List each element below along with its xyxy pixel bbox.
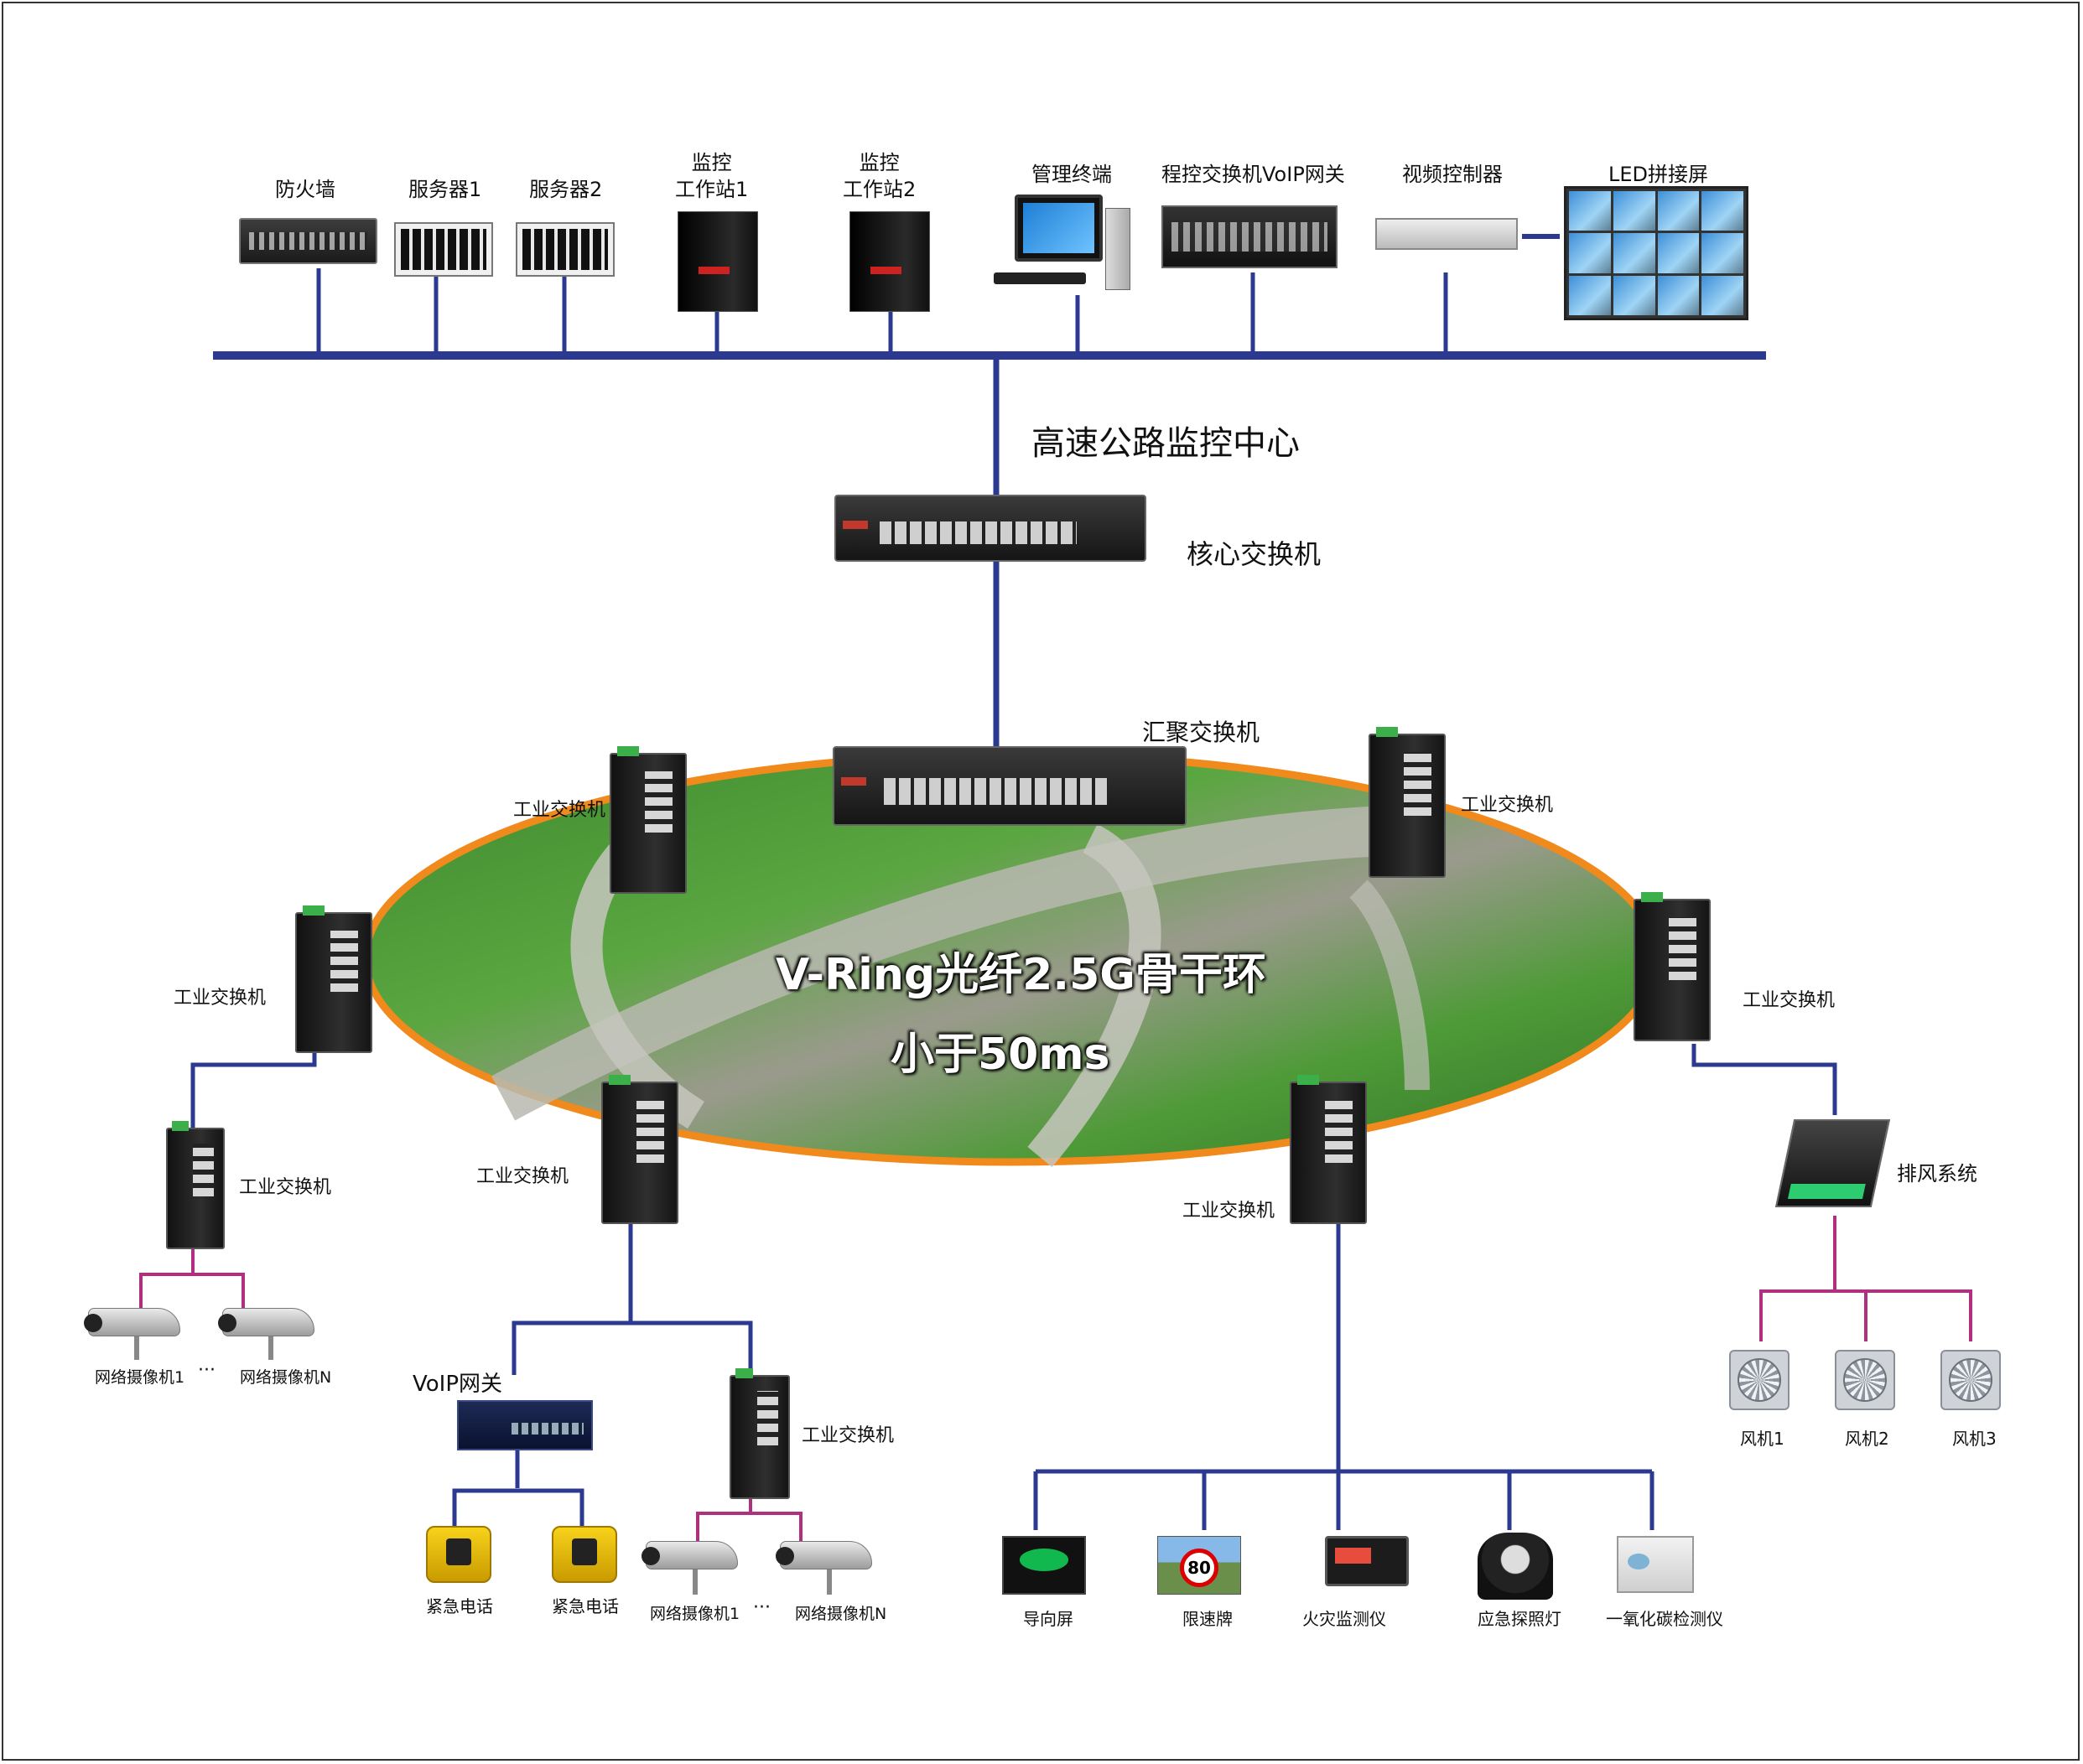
highway-road: [1027, 824, 1161, 1168]
fan-icon: [1729, 1350, 1790, 1410]
led-wall-icon: [1564, 186, 1748, 320]
industrial-switch-icon: [1634, 892, 1711, 1041]
speed-limit-value: 80: [1180, 1549, 1218, 1587]
ventilation-label: 排风系统: [1897, 1162, 1977, 1186]
fan-label: 风机3: [1952, 1429, 1997, 1449]
fire-monitor-icon: [1325, 1536, 1409, 1586]
emergency-phone-icon: [552, 1526, 617, 1583]
emergency-searchlight-label: 应急探照灯: [1478, 1609, 1561, 1629]
voip-gateway-label: VoIP网关: [413, 1372, 503, 1397]
highway-road: [1348, 879, 1430, 1091]
emergency-phone-label: 紧急电话: [426, 1596, 493, 1616]
video-controller-label: 视频控制器: [1402, 163, 1503, 186]
ellipsis: ···: [753, 1597, 771, 1618]
agg-switch-label: 汇聚交换机: [1142, 719, 1260, 746]
server1-label: 服务器1: [408, 178, 482, 201]
industrial-switch-icon: [295, 905, 372, 1053]
server2-icon: [516, 222, 615, 277]
fan-icon: [1835, 1350, 1895, 1410]
industrial-switch-label: 工业交换机: [476, 1166, 569, 1187]
camera-label: 网络摄像机1: [650, 1605, 740, 1623]
co-detector-icon: [1617, 1536, 1694, 1593]
industrial-switch-label: 工业交换机: [513, 800, 606, 821]
fan-label: 风机1: [1740, 1429, 1784, 1449]
link-mid-cameras-2: [751, 1512, 803, 1547]
pbx-voip-gateway-icon: [1161, 205, 1338, 268]
network-camera-icon: [218, 1308, 314, 1336]
workstation2-label: 监控 工作站2: [843, 151, 917, 201]
link-left-cameras: [139, 1241, 195, 1308]
workstation1-icon: [678, 211, 758, 312]
agg-switch-icon: [833, 746, 1187, 826]
industrial-switch-label: 工业交换机: [239, 1177, 332, 1198]
emergency-phone-icon: [426, 1526, 491, 1583]
camera-label: 网络摄像机N: [795, 1605, 887, 1623]
led-wall-label: LED拼接屏: [1608, 163, 1709, 186]
emergency-searchlight-icon: [1478, 1533, 1553, 1600]
workstation1-label: 监控 工作站1: [675, 151, 749, 201]
workstation2-icon: [849, 211, 930, 312]
firewall-label: 防火墙: [275, 178, 335, 201]
link-left-cameras-2: [193, 1273, 245, 1308]
ring-title: V-Ring光纤2.5G骨干环: [776, 950, 1266, 1000]
fan-icon: [1940, 1350, 2001, 1410]
ventilation-controller-icon: [1774, 1119, 1891, 1207]
management-terminal-keyboard-icon: [994, 272, 1086, 284]
speed-limit-label: 限速牌: [1182, 1609, 1233, 1629]
firewall-icon: [239, 218, 377, 264]
camera-stand: [134, 1336, 139, 1360]
camera-stand: [268, 1336, 273, 1360]
link-ventilation: [1691, 1044, 1837, 1115]
industrial-switch-icon: [610, 746, 687, 894]
core-switch-label: 核心交换机: [1187, 538, 1322, 570]
server1-icon: [394, 222, 493, 277]
server2-label: 服务器2: [529, 178, 603, 201]
link-mid-branch: [512, 1224, 633, 1375]
network-camera-icon: [776, 1541, 872, 1569]
speed-limit-sign-icon: 80: [1157, 1536, 1241, 1595]
ring-latency: 小于50ms: [891, 1030, 1110, 1080]
guide-screen-icon: [1002, 1536, 1086, 1595]
fan-label: 风机2: [1845, 1429, 1889, 1449]
industrial-switch-label: 工业交换机: [1743, 990, 1836, 1011]
camera-label: 网络摄像机N: [240, 1368, 332, 1387]
link-mid-cameras: [696, 1497, 752, 1547]
co-detector-label: 一氧化碳检测仪: [1606, 1609, 1723, 1629]
industrial-switch-label: 工业交换机: [1182, 1201, 1275, 1222]
industrial-switch-icon: [1369, 727, 1446, 878]
link-phones: [452, 1488, 584, 1534]
video-controller-icon: [1375, 218, 1518, 250]
core-switch-icon: [834, 495, 1146, 562]
camera-label: 网络摄像机1: [95, 1368, 185, 1387]
industrial-switch-label: 工业交换机: [1461, 795, 1554, 816]
link-mid-branch-right: [631, 1320, 753, 1383]
camera-stand: [827, 1569, 832, 1595]
management-terminal-monitor-icon: [1015, 195, 1103, 262]
industrial-switch-icon: [601, 1075, 678, 1224]
management-terminal-label: 管理终端: [1031, 163, 1112, 186]
link-left-ring-switch: [190, 1044, 317, 1136]
industrial-switch-icon: [730, 1368, 790, 1499]
industrial-switch-label: 工业交换机: [174, 988, 267, 1009]
management-terminal-pc-icon: [1105, 208, 1130, 290]
industrial-switch-icon: [1290, 1075, 1367, 1224]
center-title: 高速公路监控中心: [1031, 424, 1300, 463]
camera-stand: [693, 1569, 698, 1595]
fire-monitor-label: 火灾监测仪: [1302, 1609, 1386, 1629]
emergency-phone-label: 紧急电话: [552, 1596, 619, 1616]
guide-screen-label: 导向屏: [1023, 1609, 1073, 1629]
ellipsis: ···: [198, 1360, 216, 1381]
industrial-switch-label: 工业交换机: [802, 1425, 895, 1446]
network-camera-icon: [84, 1308, 180, 1336]
industrial-switch-icon: [166, 1121, 225, 1249]
voip-gateway-icon: [457, 1400, 593, 1450]
network-camera-icon: [642, 1541, 738, 1569]
pbx-voip-gateway-label: 程控交换机VoIP网关: [1161, 163, 1345, 186]
